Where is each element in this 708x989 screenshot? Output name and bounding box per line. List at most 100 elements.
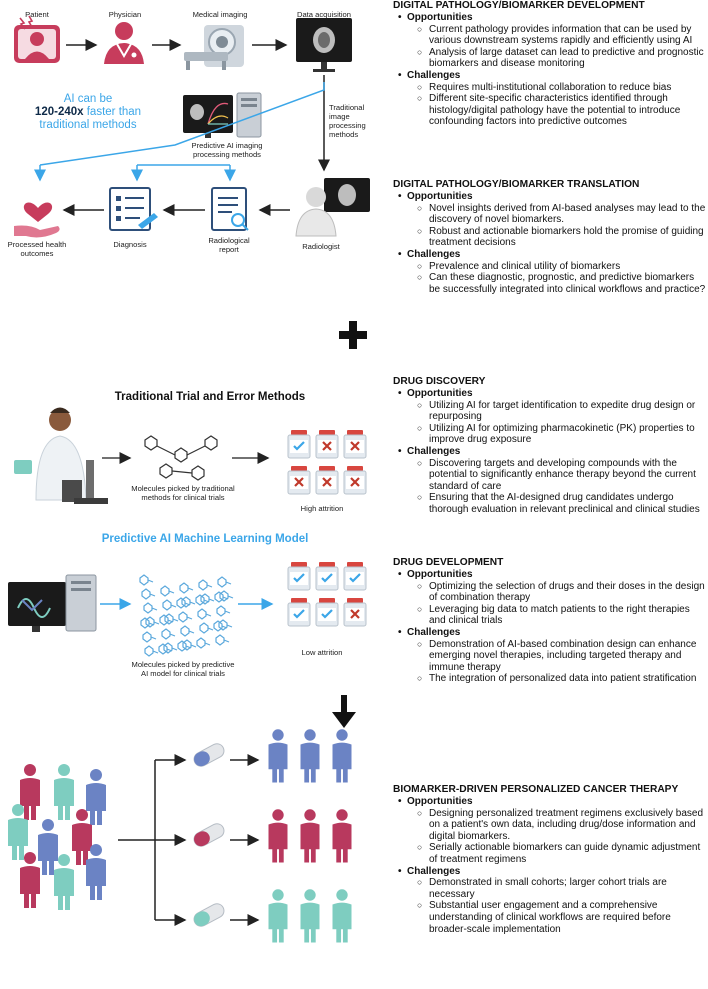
opportunities-heading: Opportunities (393, 388, 708, 400)
pill-bottle-icon (315, 562, 339, 591)
molecule-icon (162, 599, 177, 611)
person-icon (332, 729, 352, 783)
pill-bottle-icon (287, 466, 311, 495)
low-attrition-label: Low attrition (301, 648, 343, 657)
pill-bottle-icon (343, 598, 367, 627)
molecule-icon (145, 616, 160, 628)
radiologist-icon (295, 178, 370, 237)
molecule-icon (142, 631, 157, 643)
molecule-icon (216, 605, 231, 617)
person-icon (332, 809, 352, 863)
molecule-icon (218, 619, 233, 631)
traditional-methods-label: Traditional image processing methods (329, 103, 366, 139)
opportunity-item: Novel insights derived from AI-based ana… (393, 203, 708, 226)
section-biomarker-translation: DIGITAL PATHOLOGY/BIOMARKER TRANSLATION … (393, 179, 708, 295)
monitor-brain-scan-icon (296, 18, 352, 72)
challenge-item: Prevalence and clinical utility of bioma… (393, 261, 708, 273)
molecule-icon (178, 611, 193, 623)
radiologist-label: Radiologist (302, 242, 340, 251)
section-drug-development: DRUG DEVELOPMENT Opportunities Optimizin… (393, 557, 708, 685)
challenges-heading: Challenges (393, 446, 708, 458)
ai-model-title: Predictive AI Machine Learning Model (101, 533, 309, 545)
predictive-ai-label: Predictive AI imaging processing methods (191, 141, 263, 159)
opportunity-item: Utilizing AI for target identification t… (393, 400, 708, 423)
section-biomarker-development: DIGITAL PATHOLOGY/BIOMARKER DEVELOPMENT … (393, 0, 708, 128)
opportunity-item: Current pathology provides information t… (393, 24, 708, 47)
ai-molecules-label: Molecules picked by predictive AI model … (131, 660, 235, 678)
molecule-icon (198, 579, 213, 591)
challenge-item: Discovering targets and developing compo… (393, 458, 708, 493)
challenge-item: Ensuring that the AI-designed drug candi… (393, 492, 708, 515)
radiological-report-label: Radiological report (208, 236, 250, 254)
high-attrition-label: High attrition (300, 504, 344, 513)
challenge-item: Demonstration of AI-based combination de… (393, 639, 708, 674)
pill-bottle-icon (287, 430, 311, 459)
person-icon (332, 889, 352, 943)
challenge-item: Different site-specific characteristics … (393, 93, 708, 128)
person-icon (268, 809, 288, 863)
section-title: DRUG DEVELOPMENT (393, 557, 504, 568)
molecule-icon (197, 608, 212, 620)
molecule-icon (199, 622, 214, 634)
pill-bottle-icon (343, 430, 367, 459)
pill-bottle-icon (343, 562, 367, 591)
molecule-icon (215, 634, 230, 646)
challenges-heading: Challenges (393, 627, 708, 639)
molecule-icon (200, 593, 215, 605)
opportunity-item: Analysis of large dataset can lead to pr… (393, 47, 708, 70)
high-attrition-bottles (287, 430, 367, 495)
molecule-icon (181, 596, 196, 608)
molecule-icon (161, 628, 176, 640)
plus-icon (339, 321, 367, 349)
challenge-item: The integration of personalized data int… (393, 673, 708, 685)
molecule-icon (219, 590, 234, 602)
data-acquisition-label: Data acquisition (296, 10, 352, 19)
opportunity-item: Designing personalized treatment regimen… (393, 808, 708, 843)
person-icon (72, 809, 92, 865)
challenge-item: Requires multi-institutional collaborati… (393, 82, 708, 94)
processed-outcomes-label: Processed health outcomes (7, 240, 67, 258)
mri-scanner-icon (184, 25, 244, 70)
diagnosis-label: Diagnosis (113, 240, 147, 249)
pill-bottle-icon (287, 598, 311, 627)
pill-icons (193, 743, 225, 927)
section-drug-discovery: DRUG DISCOVERY Opportunities Utilizing A… (393, 376, 708, 516)
traditional-molecules-label: Molecules picked by traditional methods … (131, 484, 235, 502)
section-title: DIGITAL PATHOLOGY/BIOMARKER DEVELOPMENT (393, 0, 645, 11)
ai-computer-icon (183, 92, 262, 138)
challenge-item: Can these diagnostic, prognostic, and pr… (393, 272, 708, 295)
person-icon (20, 764, 40, 820)
patient-groups (268, 729, 352, 943)
pill-bottle-icon (343, 466, 367, 495)
person-icon (86, 844, 106, 900)
report-icon (211, 187, 249, 231)
capsule-icon (193, 903, 225, 927)
person-icon (54, 854, 74, 910)
ai-speed-prefix: AI can be (63, 93, 113, 105)
opportunities-heading: Opportunities (393, 796, 708, 808)
heart-hand-icon (14, 202, 60, 238)
person-icon (54, 764, 74, 820)
molecule-icon (164, 613, 179, 625)
low-attrition-bottles (287, 562, 367, 627)
molecules-ai (139, 574, 234, 657)
molecule-icon (196, 637, 211, 649)
molecule-icon (141, 588, 156, 600)
section-title: DRUG DISCOVERY (393, 376, 486, 387)
diagnosis-icon (109, 187, 158, 231)
molecules-traditional (144, 435, 218, 481)
section-title: DIGITAL PATHOLOGY/BIOMARKER TRANSLATION (393, 179, 640, 190)
medical-imaging-label: Medical imaging (192, 10, 248, 19)
person-icon (86, 769, 106, 825)
down-arrow-icon (332, 695, 356, 728)
section-title: BIOMARKER-DRIVEN PERSONALIZED CANCER THE… (393, 784, 679, 795)
challenge-item: Substantial user engagement and a compre… (393, 900, 708, 935)
person-icon (8, 804, 28, 860)
molecule-icon (160, 585, 175, 597)
person-icon (300, 809, 320, 863)
molecule-icon (139, 574, 154, 586)
person-icon (300, 889, 320, 943)
challenge-item: Demonstrated in small cohorts; larger co… (393, 877, 708, 900)
challenges-heading: Challenges (393, 70, 708, 82)
scientist-icon (14, 407, 108, 504)
